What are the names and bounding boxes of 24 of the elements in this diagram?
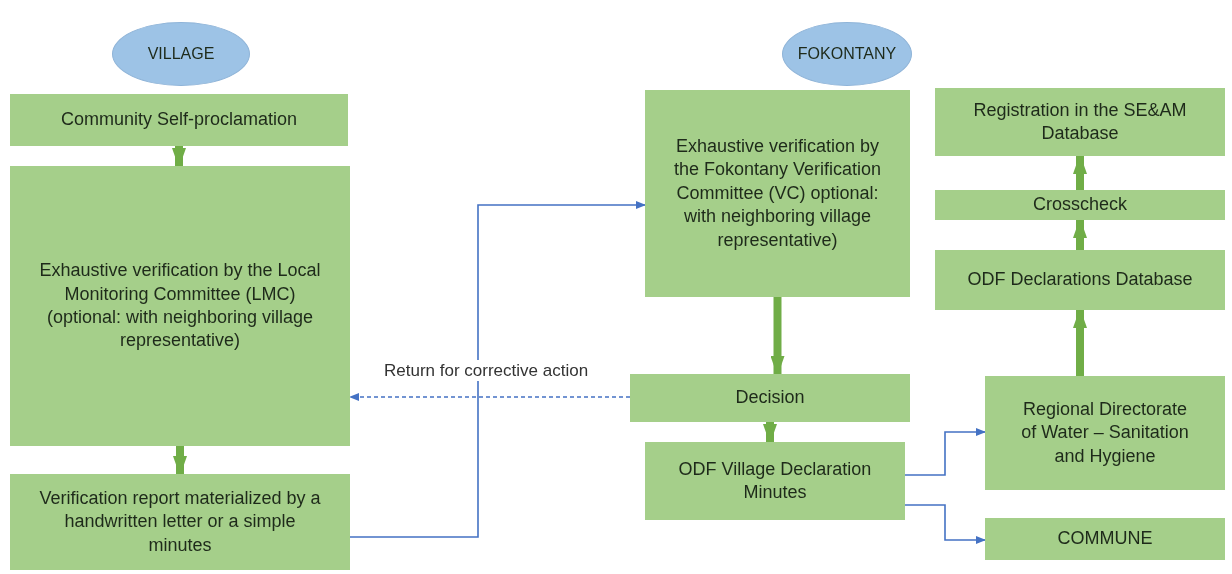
process-box: Regional Directorate of Water – Sanitation and Hygiene <box>985 376 1225 490</box>
process-box: Exhaustive verification by the Fokontany Verification Committee (VC) optional: with neighboring village representative) <box>645 90 910 297</box>
process-box: Verification report materialized by a handwritten letter or a simple minutes <box>10 474 350 570</box>
process-box: ODF Village Declaration Minutes <box>645 442 905 520</box>
level-ellipse: FOKONTANY <box>782 22 912 86</box>
process-box: Registration in the SE&AM Database <box>935 88 1225 156</box>
arrow <box>1073 218 1087 250</box>
process-box: Community Self-proclamation <box>10 94 348 146</box>
arrow <box>904 428 986 476</box>
level-ellipse: VILLAGE <box>112 22 250 86</box>
arrow <box>349 393 631 401</box>
arrow <box>763 422 777 444</box>
arrow <box>904 504 986 544</box>
process-box: Crosscheck <box>935 190 1225 220</box>
arrow <box>172 146 186 168</box>
process-box: Decision <box>630 374 910 422</box>
arrow <box>173 446 187 476</box>
process-box: COMMUNE <box>985 518 1225 560</box>
arrow <box>349 201 646 538</box>
process-box: ODF Declarations Database <box>935 250 1225 310</box>
arrow <box>1073 154 1087 190</box>
process-box: Exhaustive verification by the Local Monitoring Committee (LMC) (optional: with neighboring village representative) <box>10 166 350 446</box>
arrow <box>770 297 785 376</box>
arrow <box>1073 308 1087 376</box>
